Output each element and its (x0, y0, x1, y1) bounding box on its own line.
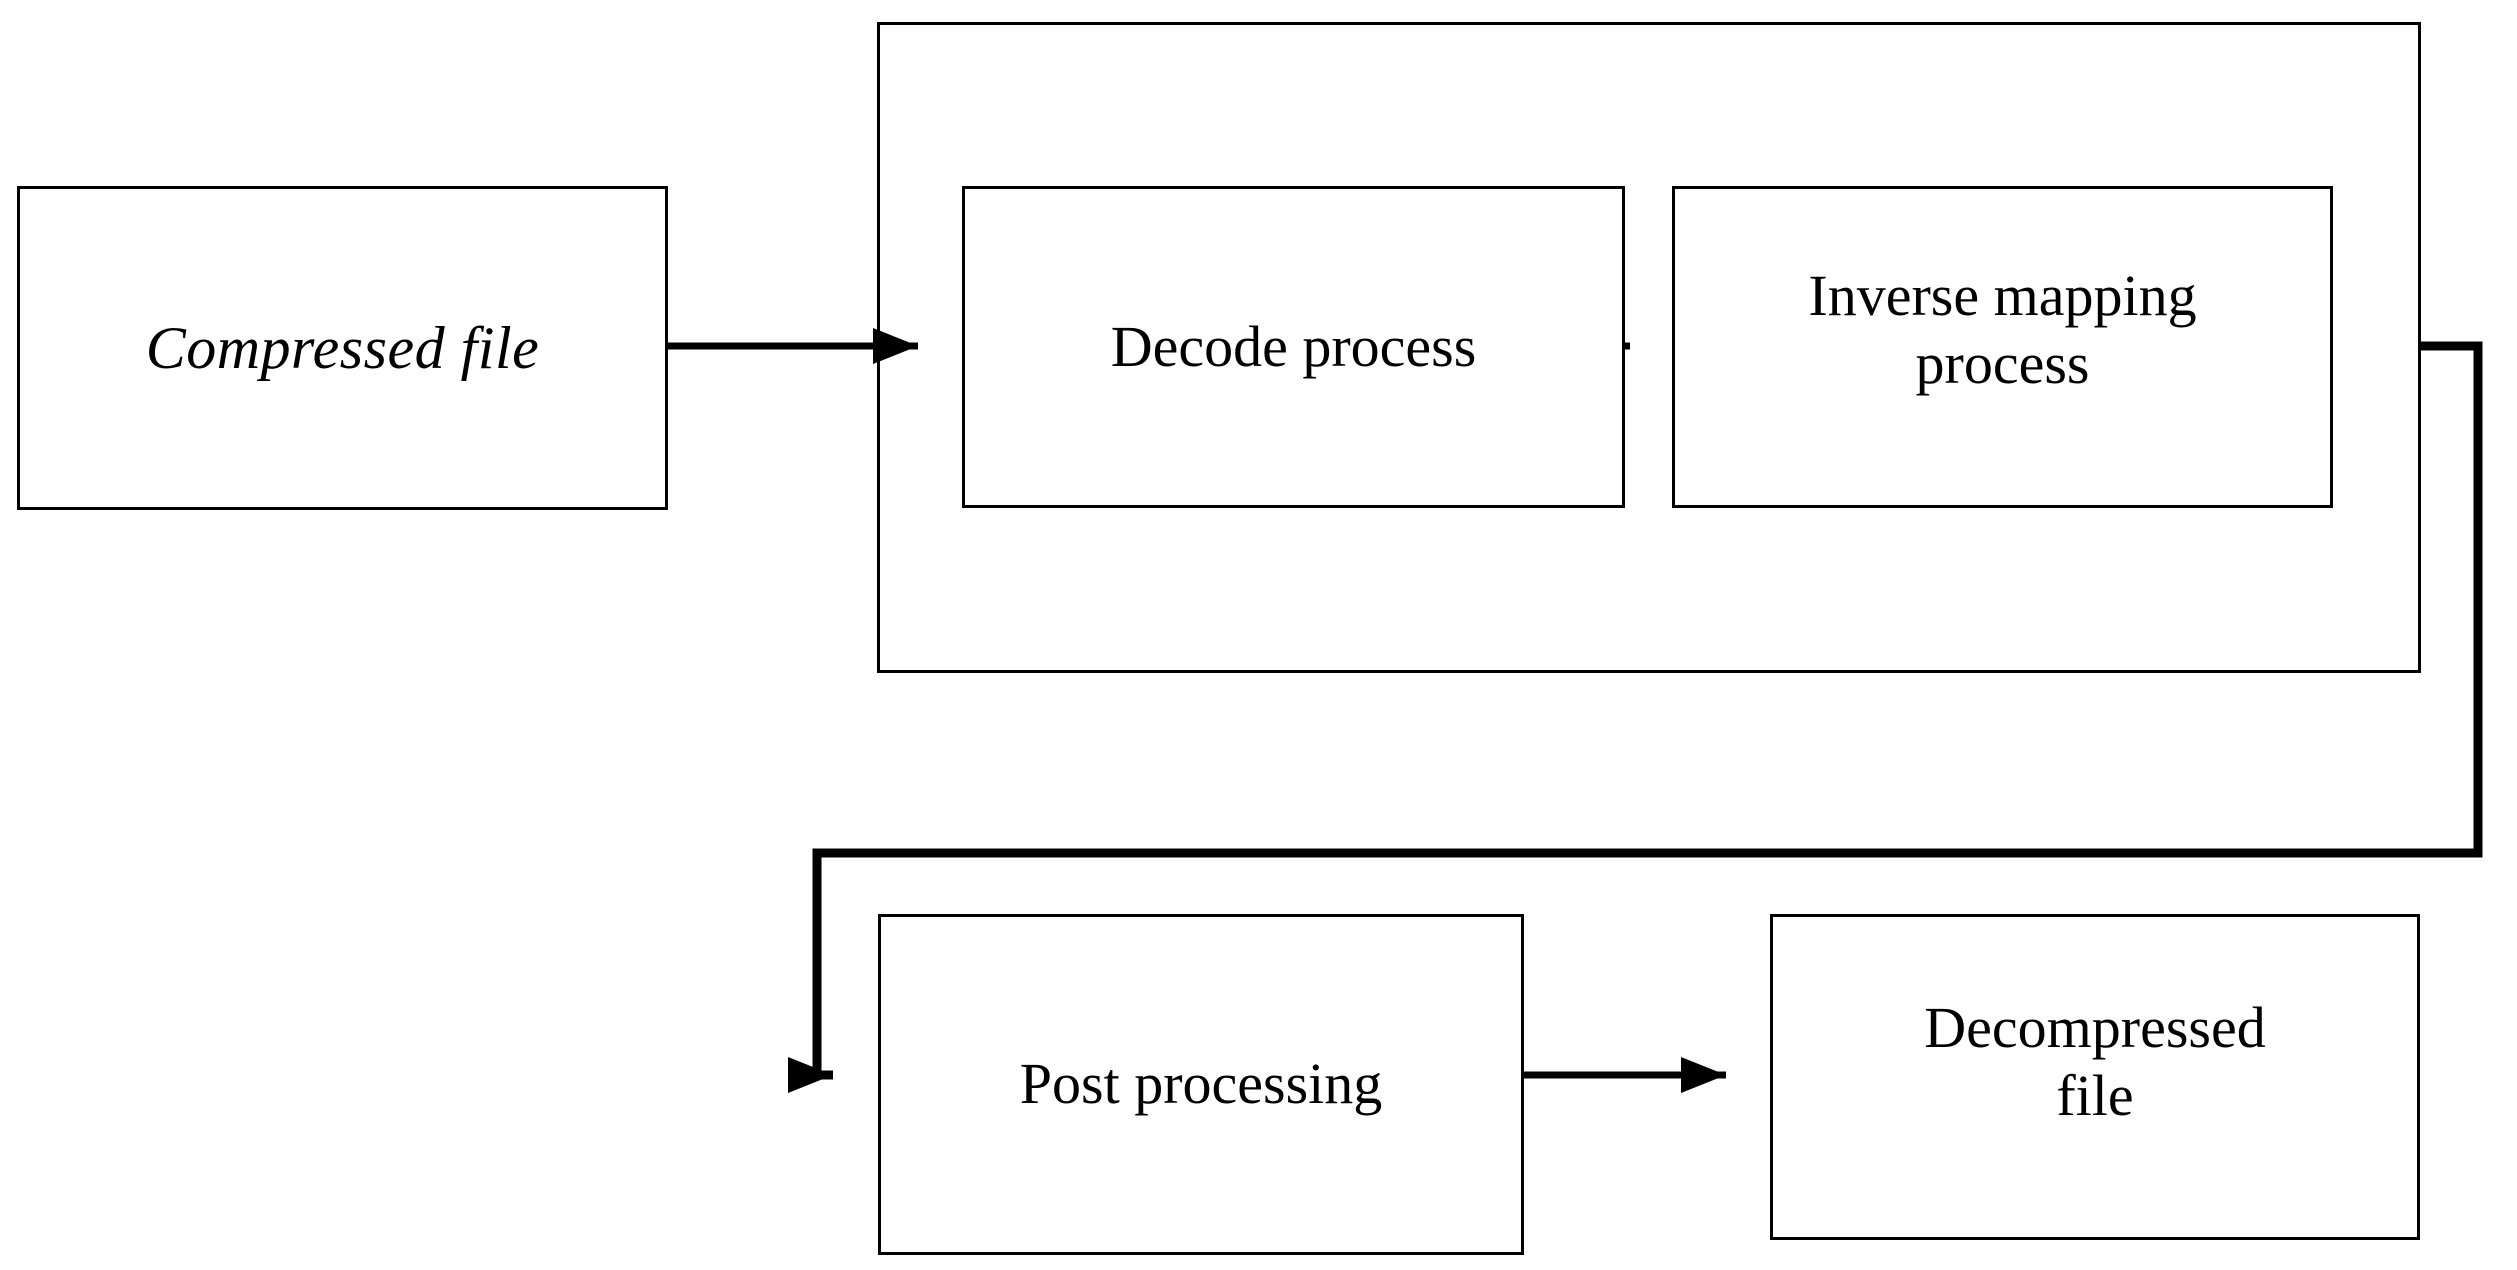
node-post-processing-label: Post processing (1019, 1051, 1383, 1117)
node-compressed-file-label: Compressed file (145, 314, 540, 381)
node-decompressed-file-label: Decompressed file (1924, 994, 2266, 1128)
node-inverse-mapping-process[interactable]: Inverse mapping process (1672, 186, 2333, 508)
node-decompressed-file[interactable]: Decompressed file (1770, 914, 2420, 1240)
node-decode-process-label: Decode process (1110, 313, 1477, 379)
node-compressed-file[interactable]: Compressed file (17, 186, 668, 510)
node-post-processing[interactable]: Post processing (878, 914, 1524, 1255)
node-inverse-mapping-process-label: Inverse mapping process (1808, 262, 2197, 396)
node-decode-process[interactable]: Decode process (962, 186, 1625, 508)
